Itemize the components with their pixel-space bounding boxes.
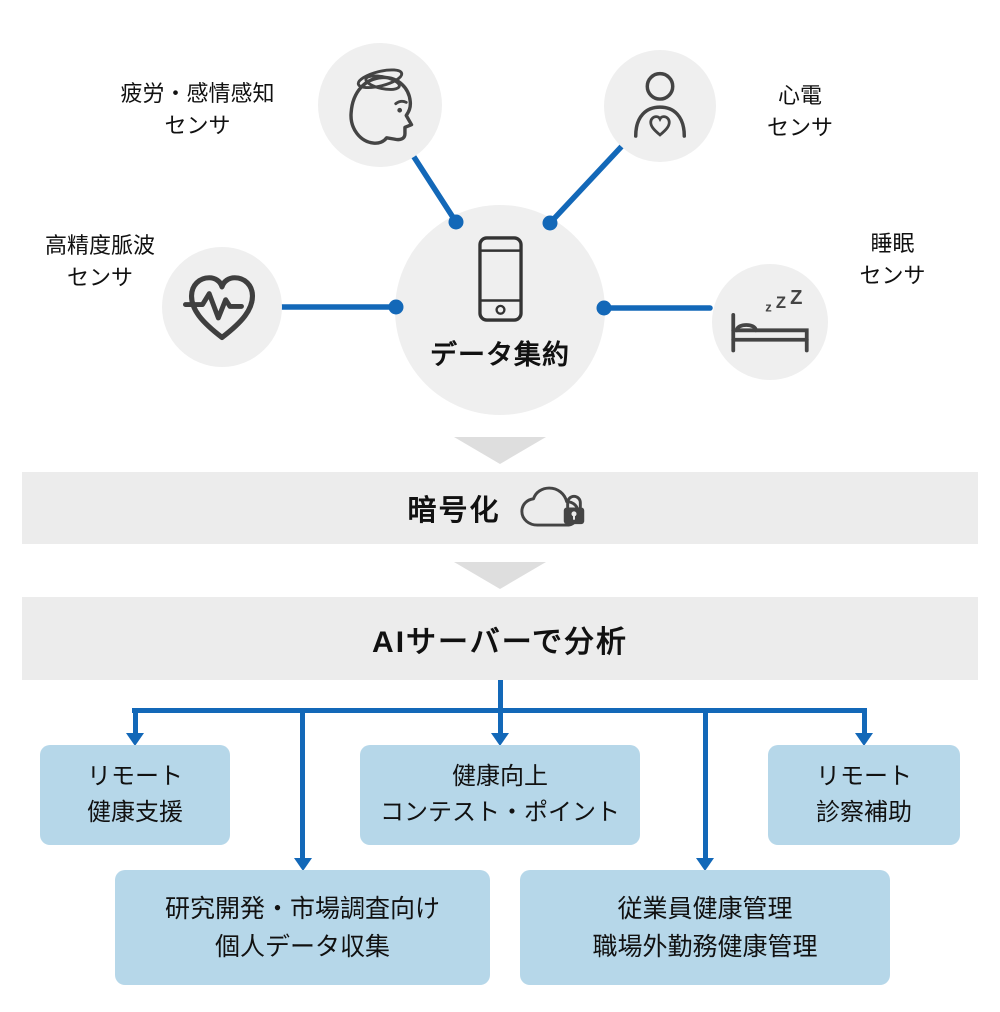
connector-stub bbox=[702, 708, 708, 858]
down-arrowhead bbox=[293, 858, 312, 871]
output-box-remote-health-support: リモート 健康支援 bbox=[40, 745, 230, 845]
output-box-health-contest-points: 健康向上 コンテスト・ポイント bbox=[360, 745, 640, 845]
label-line: 疲労・感情感知 bbox=[120, 81, 275, 106]
sensor-circle-sleep: z Z Z bbox=[712, 264, 828, 380]
data-hub-circle: データ集約 bbox=[395, 205, 605, 415]
down-arrowhead bbox=[855, 733, 873, 746]
zzz-letter: Z bbox=[790, 290, 802, 309]
down-arrowhead bbox=[126, 733, 144, 746]
encryption-bar: 暗号化 bbox=[22, 472, 978, 544]
sensor-circle-fatigue-emotion bbox=[318, 43, 442, 167]
ai-analysis-bar: AIサーバーで分析 bbox=[22, 597, 978, 680]
dizzy-head-icon bbox=[349, 68, 414, 145]
flow-down-arrow-2 bbox=[454, 562, 546, 589]
data-hub-label: データ集約 bbox=[430, 340, 570, 370]
connector-stub bbox=[497, 708, 503, 733]
output-box-text: 健康支援 bbox=[87, 799, 183, 826]
sensor-label-sleep: 睡眠 センサ bbox=[820, 228, 965, 292]
ai-analysis-label: AIサーバーで分析 bbox=[372, 625, 628, 659]
output-box-text: コンテスト・ポイント bbox=[380, 799, 620, 826]
down-arrowhead bbox=[696, 858, 714, 871]
connector-stub bbox=[300, 708, 305, 858]
output-box-text: 研究開発・市場調査向け bbox=[164, 894, 440, 923]
sensor-circle-ecg bbox=[604, 50, 716, 162]
label-line: センサ bbox=[859, 263, 926, 288]
heart-pulse-icon bbox=[183, 275, 256, 341]
output-box-text: 健康向上 bbox=[452, 763, 548, 790]
connector-stub bbox=[861, 708, 867, 733]
sensor-circle-pulse-wave bbox=[162, 247, 282, 367]
sensor-label-pulse-wave: 高精度脈波 センサ bbox=[15, 230, 185, 294]
sensor-label-ecg: 心電 センサ bbox=[735, 80, 865, 144]
zzz-letter: Z bbox=[776, 293, 786, 312]
label-line: 高精度脈波 bbox=[44, 233, 155, 258]
output-box-text: 従業員健康管理 bbox=[617, 894, 793, 923]
down-arrowhead bbox=[491, 733, 509, 746]
output-box-text: 個人データ収集 bbox=[214, 932, 390, 961]
label-line: 心電 bbox=[777, 83, 822, 108]
flow-down-arrow-1 bbox=[454, 437, 546, 464]
encryption-label: 暗号化 bbox=[407, 495, 501, 527]
connector-trunk bbox=[497, 680, 503, 713]
output-box-text: リモート bbox=[87, 763, 183, 790]
zzz-letter: z bbox=[765, 299, 772, 314]
label-line: センサ bbox=[164, 113, 231, 138]
label-line: 睡眠 bbox=[870, 231, 915, 256]
cloud-lock-icon bbox=[519, 486, 584, 527]
output-box-remote-consultation-assist: リモート 診察補助 bbox=[768, 745, 960, 845]
output-box-employee-health-management: 従業員健康管理 職場外勤務健康管理 bbox=[520, 870, 890, 985]
output-box-rnd-market-research: 研究開発・市場調査向け 個人データ収集 bbox=[115, 870, 490, 985]
person-heart-icon bbox=[633, 71, 687, 138]
smartphone-icon bbox=[477, 236, 523, 322]
connector-stub bbox=[132, 708, 138, 733]
output-box-text: 職場外勤務健康管理 bbox=[592, 932, 818, 961]
output-box-text: リモート bbox=[816, 763, 912, 790]
bed-sleep-icon: z Z Z bbox=[731, 290, 809, 353]
sensor-label-fatigue-emotion: 疲労・感情感知 センサ bbox=[85, 78, 310, 142]
output-box-text: 診察補助 bbox=[816, 799, 912, 826]
label-line: センサ bbox=[766, 115, 833, 140]
label-line: センサ bbox=[66, 265, 133, 290]
